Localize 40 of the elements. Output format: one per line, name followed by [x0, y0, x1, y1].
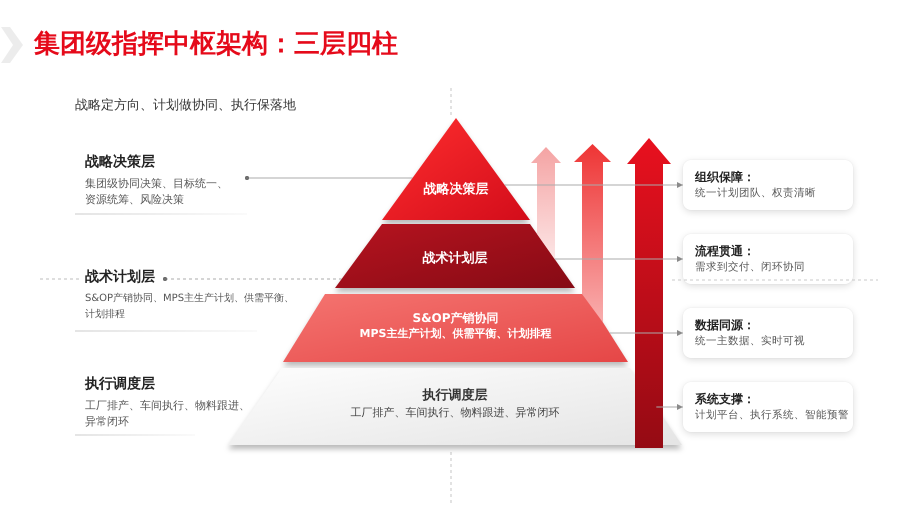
tier-title: 战略决策层 [424, 181, 488, 199]
card-description: 计划平台、执行系统、智能预警 [695, 408, 847, 423]
layer-title: 执行调度层 [85, 374, 155, 394]
arrow [554, 256, 684, 262]
card-description: 统一主数据、实时可视 [695, 334, 806, 349]
card-description: 需求到交付、闭环协同 [695, 260, 806, 275]
arrow [656, 404, 684, 410]
block-arrow [627, 138, 671, 448]
pillar-card [683, 308, 853, 358]
layer-summary [75, 152, 247, 215]
card-title: 系统支撑： [695, 391, 756, 407]
pillar-card [683, 234, 853, 284]
pillar-card [683, 160, 853, 210]
tier-title: S&OP产销协同 [412, 310, 499, 326]
pillar-card [683, 382, 853, 432]
layer-description: S&OP产销协同、MPS主生产计划、供需平衡、计划排程 [85, 292, 296, 322]
layer-title: 战略决策层 [85, 153, 155, 172]
tier-description: MPS主生产计划、供需平衡、计划排程 [360, 326, 552, 342]
tier-title: 战术计划层 [422, 250, 488, 268]
layer-description: 集团级协同决策、目标统一、资源统筹、风险决策 [85, 176, 229, 208]
pyramid-tier [382, 118, 530, 220]
leader-line [162, 276, 342, 282]
tier-description: 工厂排产、车间执行、物料跟进、异常闭环 [350, 405, 560, 421]
pyramid-tier [228, 368, 682, 445]
tier-title: 执行调度层 [422, 387, 488, 405]
title: 集团级指挥中枢架构：三层四柱 [34, 28, 398, 61]
arrow [609, 330, 684, 336]
leader-line [244, 176, 413, 180]
card-title: 数据同源： [695, 317, 756, 333]
pyramid-tier [335, 224, 575, 288]
block-arrow [531, 147, 561, 260]
block-arrow [574, 144, 611, 322]
card-title: 流程贯通： [695, 243, 756, 259]
card-description: 统一计划团队、权责清晰 [695, 186, 817, 201]
arrow [504, 182, 684, 188]
pyramid-tier [283, 294, 628, 362]
card-title: 组织保障： [695, 169, 756, 185]
layer-description: 工厂排产、车间执行、物料跟进、异常闭环 [85, 398, 251, 430]
subtitle: 战略定方向、计划做协同、执行保落地 [75, 97, 296, 115]
layer-title: 战术计划层 [85, 268, 155, 287]
